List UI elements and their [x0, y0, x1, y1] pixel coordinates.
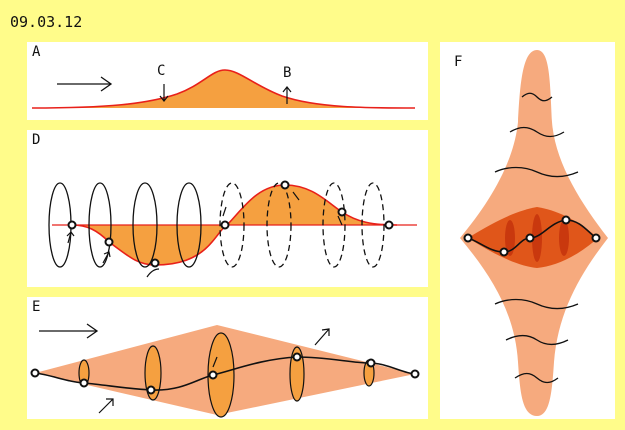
- particle-dot: [463, 233, 473, 243]
- down-arrow-icon: [159, 84, 169, 102]
- marker-c-label: C: [157, 63, 165, 79]
- wave-line: [71, 184, 398, 266]
- particle-dot: [525, 233, 535, 243]
- panel-a: A C B: [27, 42, 428, 120]
- panel-f-diagram: [460, 50, 608, 416]
- motion-arrow-icons: [98, 328, 330, 414]
- particle-dot: [79, 378, 89, 388]
- lens-stripes: [505, 214, 569, 262]
- particle-dots: [30, 352, 420, 395]
- panel-d-diagram: [48, 180, 417, 278]
- particle-dot: [410, 369, 420, 379]
- particle-dot: [591, 233, 601, 243]
- particle-dot: [67, 220, 77, 230]
- orbit-ellipse: [88, 182, 112, 268]
- particle-dot: [366, 358, 376, 368]
- orbit-ellipse: [266, 182, 292, 268]
- panel-e-label: E: [32, 299, 41, 315]
- wavefront-lines-top: [494, 92, 579, 178]
- particle-dot: [292, 352, 302, 362]
- panel-d: D: [27, 130, 428, 287]
- orbit-ellipse: [322, 182, 346, 268]
- particle-dots: [463, 215, 601, 257]
- panel-d-label: D: [32, 132, 41, 148]
- orbit-ellipse: [176, 182, 202, 268]
- panel-e-diagram: [30, 323, 420, 418]
- panel-f-label: F: [454, 54, 463, 70]
- wave-crest-fill: [227, 185, 397, 225]
- direction-arrow-icon: [39, 323, 99, 339]
- panel-f: F: [440, 42, 615, 419]
- wavefront-lines-bottom: [494, 298, 579, 384]
- particle-dot: [561, 215, 571, 225]
- orbit-ellipse: [132, 182, 158, 268]
- panel-a-diagram: C B: [31, 63, 416, 109]
- wave-pulse-line: [31, 69, 416, 109]
- particle-dot: [146, 385, 156, 395]
- date-label: 09.03.12: [10, 13, 83, 31]
- motion-arrow-icons: [66, 191, 343, 278]
- particle-dot: [499, 247, 509, 257]
- particle-dot: [280, 180, 290, 190]
- marker-b-label: B: [283, 65, 291, 81]
- orbit-ellipses: [48, 182, 385, 268]
- orbit-ellipse: [219, 182, 245, 268]
- panel-e: E: [27, 297, 428, 419]
- particle-dot: [30, 368, 40, 378]
- particle-dot: [337, 207, 347, 217]
- up-arrow-icon: [282, 86, 292, 104]
- orbit-ellipse: [361, 182, 385, 268]
- particle-dot: [150, 258, 160, 268]
- particle-dot: [208, 370, 218, 380]
- direction-arrow-icon: [57, 76, 113, 92]
- particle-dot: [384, 220, 394, 230]
- cross-section-ellipse: [289, 346, 305, 402]
- panel-a-label: A: [32, 44, 41, 60]
- cross-section-ellipse: [207, 332, 235, 418]
- wave-pulse-fill: [32, 70, 415, 108]
- particle-dot: [220, 220, 230, 230]
- particle-dots: [67, 180, 394, 268]
- particle-dot: [104, 237, 114, 247]
